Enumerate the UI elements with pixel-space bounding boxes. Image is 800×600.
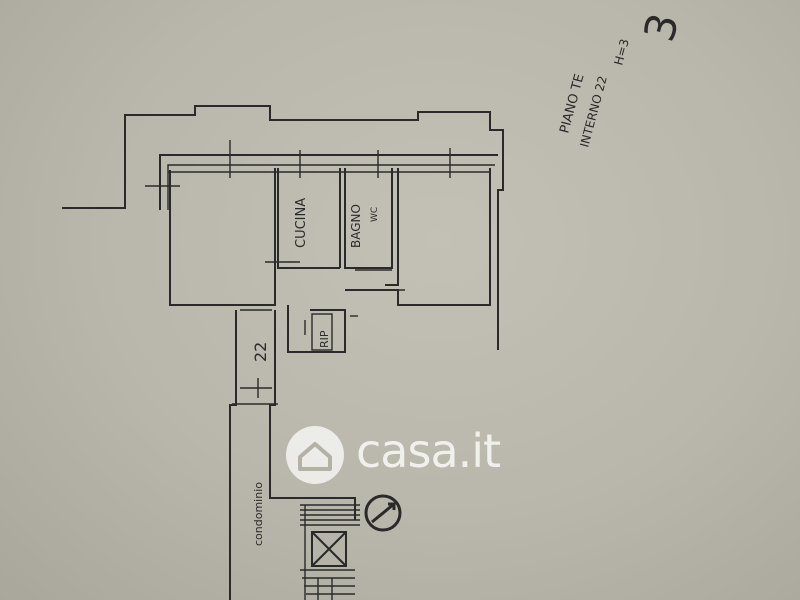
entrance-symbol [364, 494, 402, 532]
stairs [300, 504, 360, 600]
sheet-number: 3 [634, 8, 688, 47]
kitchen-wall [277, 168, 340, 269]
right-room-bottom [345, 168, 491, 306]
bathroom-wc-label: WC [370, 207, 380, 222]
small-room-box [311, 313, 333, 351]
small-room-wall [287, 305, 346, 353]
small-room-label: RIP [318, 330, 331, 348]
casa-it-house-icon [286, 426, 344, 484]
height-note: H=3 [611, 37, 631, 66]
casa-it-brand: casa.it [356, 424, 501, 478]
kitchen-label: CUCINA [294, 198, 309, 248]
bathroom-wall [344, 168, 393, 269]
outer-wall-top [62, 105, 504, 350]
corridor-wall-left [229, 310, 237, 600]
shared-area-label: condominio [252, 482, 265, 546]
dimension-ticks [145, 140, 451, 405]
building-wall-inner [167, 164, 495, 210]
right-room-wall [385, 168, 399, 286]
left-room-wall [169, 168, 276, 306]
elevator-shaft [311, 531, 347, 567]
casa-it-watermark: casa.it [284, 422, 524, 488]
building-wall-top [159, 154, 498, 210]
bathroom-label: BAGNO [349, 204, 363, 248]
corridor-wall-right [269, 310, 356, 520]
corridor-dimension: 22 [251, 342, 270, 362]
